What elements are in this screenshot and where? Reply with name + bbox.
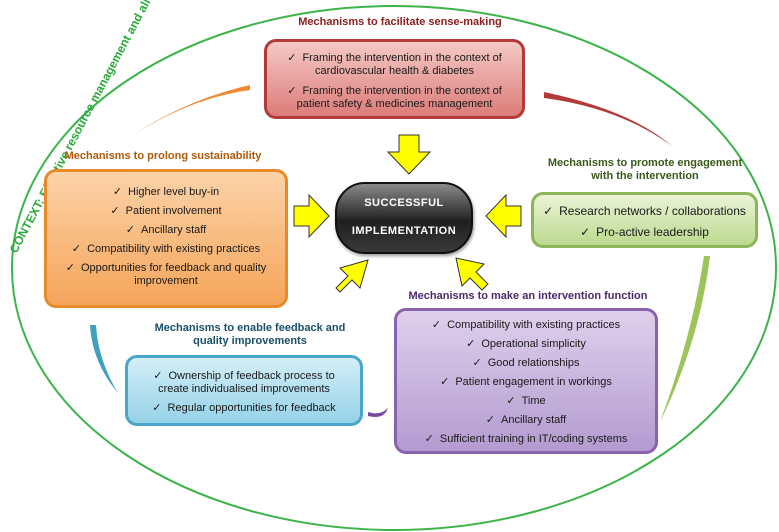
check-icon: ✓ bbox=[287, 52, 297, 64]
list-item: ✓Framing the intervention in the context… bbox=[287, 85, 502, 110]
check-icon: ✓ bbox=[466, 338, 476, 350]
list-item: ✓Ancillary staff bbox=[485, 414, 567, 426]
box-function: ✓Compatibility with existing practices ✓… bbox=[394, 308, 658, 454]
heading-sustainability: Mechanisms to prolong sustainability bbox=[64, 150, 262, 162]
check-icon: ✓ bbox=[153, 370, 163, 382]
list-item: ✓Pro-active leadership bbox=[580, 225, 709, 239]
context-ellipse bbox=[11, 5, 777, 531]
list-item: ✓Compatibility with existing practices bbox=[71, 243, 261, 255]
list-item: ✓Sufficient training in IT/coding system… bbox=[424, 433, 628, 445]
check-icon: ✓ bbox=[110, 205, 120, 217]
check-icon: ✓ bbox=[125, 224, 135, 236]
list-item: ✓Compatibility with existing practices bbox=[431, 319, 621, 331]
list-item: ✓Research networks / collaborations bbox=[543, 204, 746, 218]
check-icon: ✓ bbox=[472, 357, 482, 369]
check-icon: ✓ bbox=[112, 186, 123, 198]
arrow-from-top bbox=[386, 134, 432, 175]
heading-sense-making: Mechanisms to facilitate sense-making bbox=[298, 16, 502, 28]
list-item: ✓Regular opportunities for feedback bbox=[152, 402, 336, 414]
list-item: ✓Time bbox=[506, 395, 546, 407]
check-icon: ✓ bbox=[71, 243, 82, 255]
check-icon: ✓ bbox=[506, 395, 516, 407]
list-item: ✓Framing the intervention in the context… bbox=[287, 52, 502, 77]
arrow-from-right bbox=[485, 193, 522, 239]
box-sense-making: ✓Framing the intervention in the context… bbox=[264, 39, 525, 119]
check-icon: ✓ bbox=[65, 262, 75, 274]
check-icon: ✓ bbox=[580, 225, 591, 239]
check-icon: ✓ bbox=[424, 433, 434, 445]
check-icon: ✓ bbox=[440, 376, 450, 388]
connector-sense-to-sustain bbox=[132, 85, 250, 136]
list-item: ✓Good relationships bbox=[472, 357, 580, 369]
connector-engage-to-function bbox=[660, 256, 710, 422]
check-icon: ✓ bbox=[152, 402, 162, 414]
box-sustainability: ✓Higher level buy-in ✓Patient involvemen… bbox=[44, 169, 288, 308]
check-icon: ✓ bbox=[485, 414, 495, 426]
arrow-from-bottom-left bbox=[335, 259, 369, 293]
list-item: ✓Ancillary staff bbox=[125, 224, 207, 236]
list-item: ✓Higher level buy-in bbox=[112, 186, 220, 198]
arrow-from-bottom-right bbox=[455, 257, 489, 291]
connector-sense-to-engage bbox=[544, 92, 672, 146]
list-item: ✓Patient engagement in workings bbox=[440, 376, 612, 388]
check-icon: ✓ bbox=[543, 204, 554, 218]
box-engagement: ✓Research networks / collaborations ✓Pro… bbox=[531, 192, 758, 248]
check-icon: ✓ bbox=[431, 319, 442, 331]
successful-implementation-node: SUCCESSFUL IMPLEMENTATION bbox=[335, 182, 473, 254]
heading-function: Mechanisms to make an intervention funct… bbox=[408, 290, 648, 302]
center-label-line2: IMPLEMENTATION bbox=[351, 225, 457, 237]
connector-function-to-feedback bbox=[368, 408, 388, 417]
check-icon: ✓ bbox=[287, 85, 297, 97]
center-label-line1: SUCCESSFUL bbox=[364, 197, 444, 209]
list-item: ✓Patient involvement bbox=[110, 205, 222, 217]
arrow-from-left bbox=[293, 193, 330, 239]
connector-feedback-to-sustain bbox=[90, 325, 118, 393]
list-item: ✓Operational simplicity bbox=[466, 338, 586, 350]
